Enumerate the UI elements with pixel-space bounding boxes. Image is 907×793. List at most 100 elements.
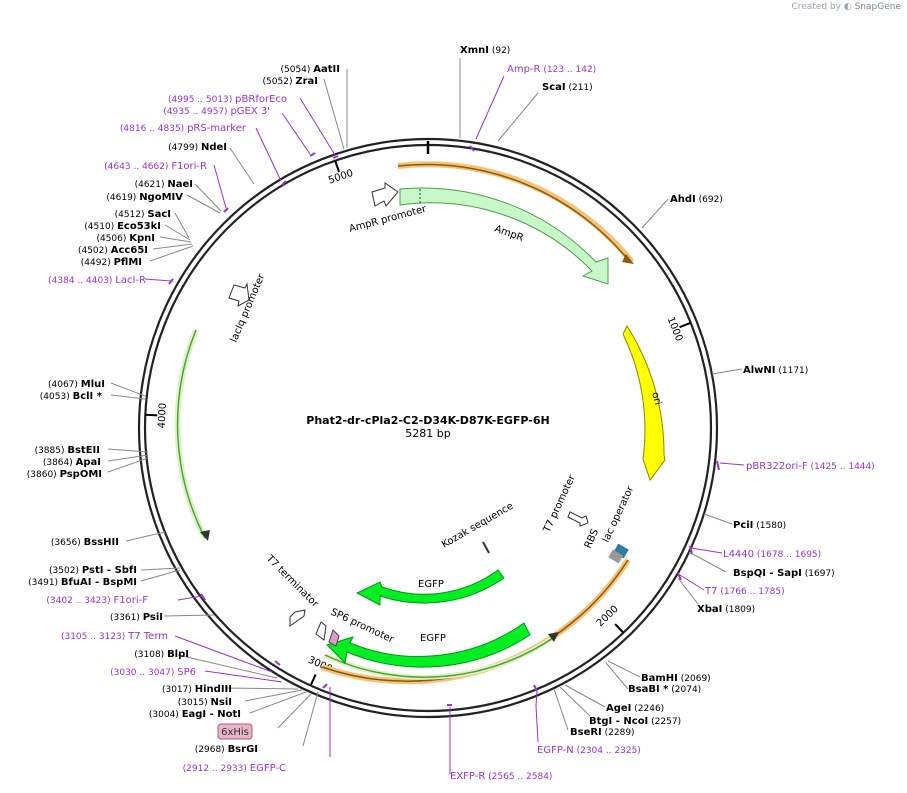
site-label-6xhis: 6xHis: [221, 727, 249, 738]
tick-mark-3000: [309, 674, 317, 686]
ampr-promoter-arrow: [371, 182, 399, 207]
site-label-pspomi: (3860) PspOMI: [27, 469, 102, 480]
egfp-arrow-lower: [326, 622, 531, 668]
feature-label-ampr: AmpR: [493, 223, 525, 244]
site-label-exfp-r: EXFP-R (2565 .. 2584): [450, 771, 552, 782]
site-label-bfuai: (3491) BfuAI - BspMI: [28, 577, 137, 588]
site-label-bamhi: BamHI (2069): [641, 673, 711, 684]
tick-label-1000: 1000: [665, 315, 685, 343]
site-label-laci-r: (4384 .. 4403) LacI-R: [48, 275, 146, 286]
site-labels: XmnI (92) Amp-R (123 .. 142) ScaI (211) Ahd…: [27, 45, 875, 782]
brand-prefix: Created by: [791, 2, 841, 12]
site-label-egfp-n: EGFP-N (2304 .. 2325): [537, 745, 641, 756]
tick-mark-1000: [679, 321, 692, 329]
site-label-pflmi: (4492) PflMI: [81, 257, 142, 268]
site-label-nsii: (3015) NsiI: [178, 697, 232, 708]
feature-label-lac-operator: lac operator: [601, 484, 637, 544]
brand-name: SnapGene: [854, 2, 901, 12]
site-label-pbrforeco: (4995 .. 5013) pBRforEco: [168, 94, 287, 105]
ampr-gene-arrow: [399, 187, 609, 285]
feature-label-kozak: Kozak sequence: [440, 501, 515, 551]
site-label-bsrgi: (2968) BsrGI: [195, 744, 258, 755]
feature-label-t7-terminator: T7 terminator: [263, 553, 321, 611]
egfp-inner-line: [324, 635, 557, 678]
site-label-t7-term: (3105 .. 3123) T7 Term: [61, 631, 168, 642]
snapgene-logo-icon: ◐: [843, 2, 852, 12]
ori-arrow: [622, 324, 666, 482]
tick-label-4000: 4000: [157, 403, 169, 429]
site-label-blpi: (3108) BlpI: [134, 649, 189, 660]
backbone-outer: [137, 137, 719, 719]
tick-label-5000: 5000: [327, 168, 355, 187]
feature-label-t7-promoter: T7 promoter: [541, 473, 578, 536]
site-label-ngomiv: (4619) NgoMIV: [106, 192, 183, 203]
site-label-f1ori-f: (3402 .. 3423) F1ori-F: [46, 595, 148, 606]
laciq-promoter-arrow: [228, 282, 250, 307]
site-label-aatii: (5054) AatII: [280, 64, 340, 75]
his-tag-badge: [217, 723, 253, 740]
feature-label-rbs: RBS: [583, 528, 601, 551]
site-label-xmni: XmnI (92): [460, 45, 510, 56]
egfp-arrow-upper: [355, 569, 505, 606]
amp-orf-arrowhead: [622, 254, 634, 264]
site-label-kpni: (4506) KpnI: [96, 233, 155, 244]
site-label-f1ori-r: (4643 .. 4662) F1ori-R: [104, 161, 207, 172]
site-label-ndei: (4799) NdeI: [168, 142, 227, 153]
site-label-bspqi: BspQI - SapI (1697): [733, 568, 835, 579]
site-label-eagi: (3004) EagI - NotI: [149, 709, 241, 720]
tick-mark-2000: [614, 623, 625, 634]
site-label-bsabi: BsaBI * (2074): [628, 684, 701, 695]
primer-marks: [168, 145, 720, 706]
site-connector-lines: [107, 58, 745, 774]
site-label-alwni: AlwNI (1171): [743, 365, 808, 376]
tick-mark-4000: [145, 413, 158, 417]
feature-label-laciq-promoter: lacIq promoter: [229, 272, 268, 345]
laci-orf-arrowhead: [200, 530, 210, 541]
feature-label-egfp-upper: EGFP: [418, 579, 444, 590]
site-label-bseri: BseRI (2289): [570, 727, 635, 738]
site-label-ahdi: AhdI (692): [670, 194, 723, 205]
feature-label-ampr-promoter: AmpR promoter: [348, 203, 428, 234]
site-label-naei: (4621) NaeI: [135, 179, 193, 190]
t7-promoter-arrow: [567, 511, 589, 527]
site-label-sp6: (3030 .. 3047) SP6: [110, 667, 196, 678]
site-label-agei: AgeI (2246): [606, 703, 664, 714]
rbs-box: [608, 549, 624, 564]
plasmid-name: Phat2-dr-cPla2-C2-D34K-D87K-EGFP-6H: [306, 414, 549, 427]
site-label-amp-r: Amp-R (123 .. 142): [507, 64, 596, 75]
feature-label-ori: ori: [649, 391, 663, 406]
site-label-psii: (3361) PsiI: [110, 612, 163, 623]
site-label-pcii: PciI (1580): [733, 520, 786, 531]
feature-label-sp6-promoter: SP6 promoter: [329, 607, 396, 646]
site-label-btgi: BtgI - NcoI (2257): [589, 716, 681, 727]
feature-label-egfp-lower: EGFP: [420, 633, 446, 644]
plasmid-size: 5281 bp: [405, 427, 450, 440]
site-label-prs-marker: (4816 .. 4835) pRS-marker: [120, 123, 247, 134]
site-label-bsshii: (3656) BssHII: [51, 537, 119, 548]
site-label-mlui: (4067) MluI: [48, 379, 105, 390]
egfp-orf-line: [321, 559, 629, 682]
site-label-hindiii: (3017) HindIII: [162, 684, 232, 695]
tick-mark-5000: [334, 160, 341, 173]
site-label-egfp-c: (2912 .. 2933) EGFP-C: [183, 763, 286, 774]
site-label-pgex-3: (4935 .. 4957) pGEX 3': [163, 106, 270, 117]
kozak-mark: [482, 541, 490, 554]
site-label-l4440: L4440 (1678 .. 1695): [723, 549, 821, 560]
snapgene-brand: Created by ◐ SnapGene: [791, 2, 901, 12]
his-tag-mark: [328, 629, 340, 647]
site-label-pbr322ori-f: pBR322ori-F (1425 .. 1444): [746, 461, 875, 472]
egfp-inner-arrowhead: [548, 632, 559, 642]
sp6-promoter-arrow: [315, 621, 327, 641]
site-label-scai: ScaI (211): [542, 82, 593, 93]
site-label-saci: (4512) SacI: [115, 209, 171, 220]
site-label-eco53ki: (4510) Eco53kI: [84, 221, 161, 232]
site-label-psti: (3502) PstI - SbfI: [49, 565, 137, 576]
site-label-bcli: (4053) BclI *: [40, 391, 103, 402]
laci-orf-line: [176, 329, 206, 539]
lac-operator-box: [613, 543, 629, 559]
site-label-apai: (3864) ApaI: [43, 457, 101, 468]
t7-terminator-arrow: [289, 609, 306, 627]
site-label-acc65i: (4502) Acc65I: [78, 245, 148, 256]
site-label-zrai: (5052) ZraI: [263, 76, 318, 87]
